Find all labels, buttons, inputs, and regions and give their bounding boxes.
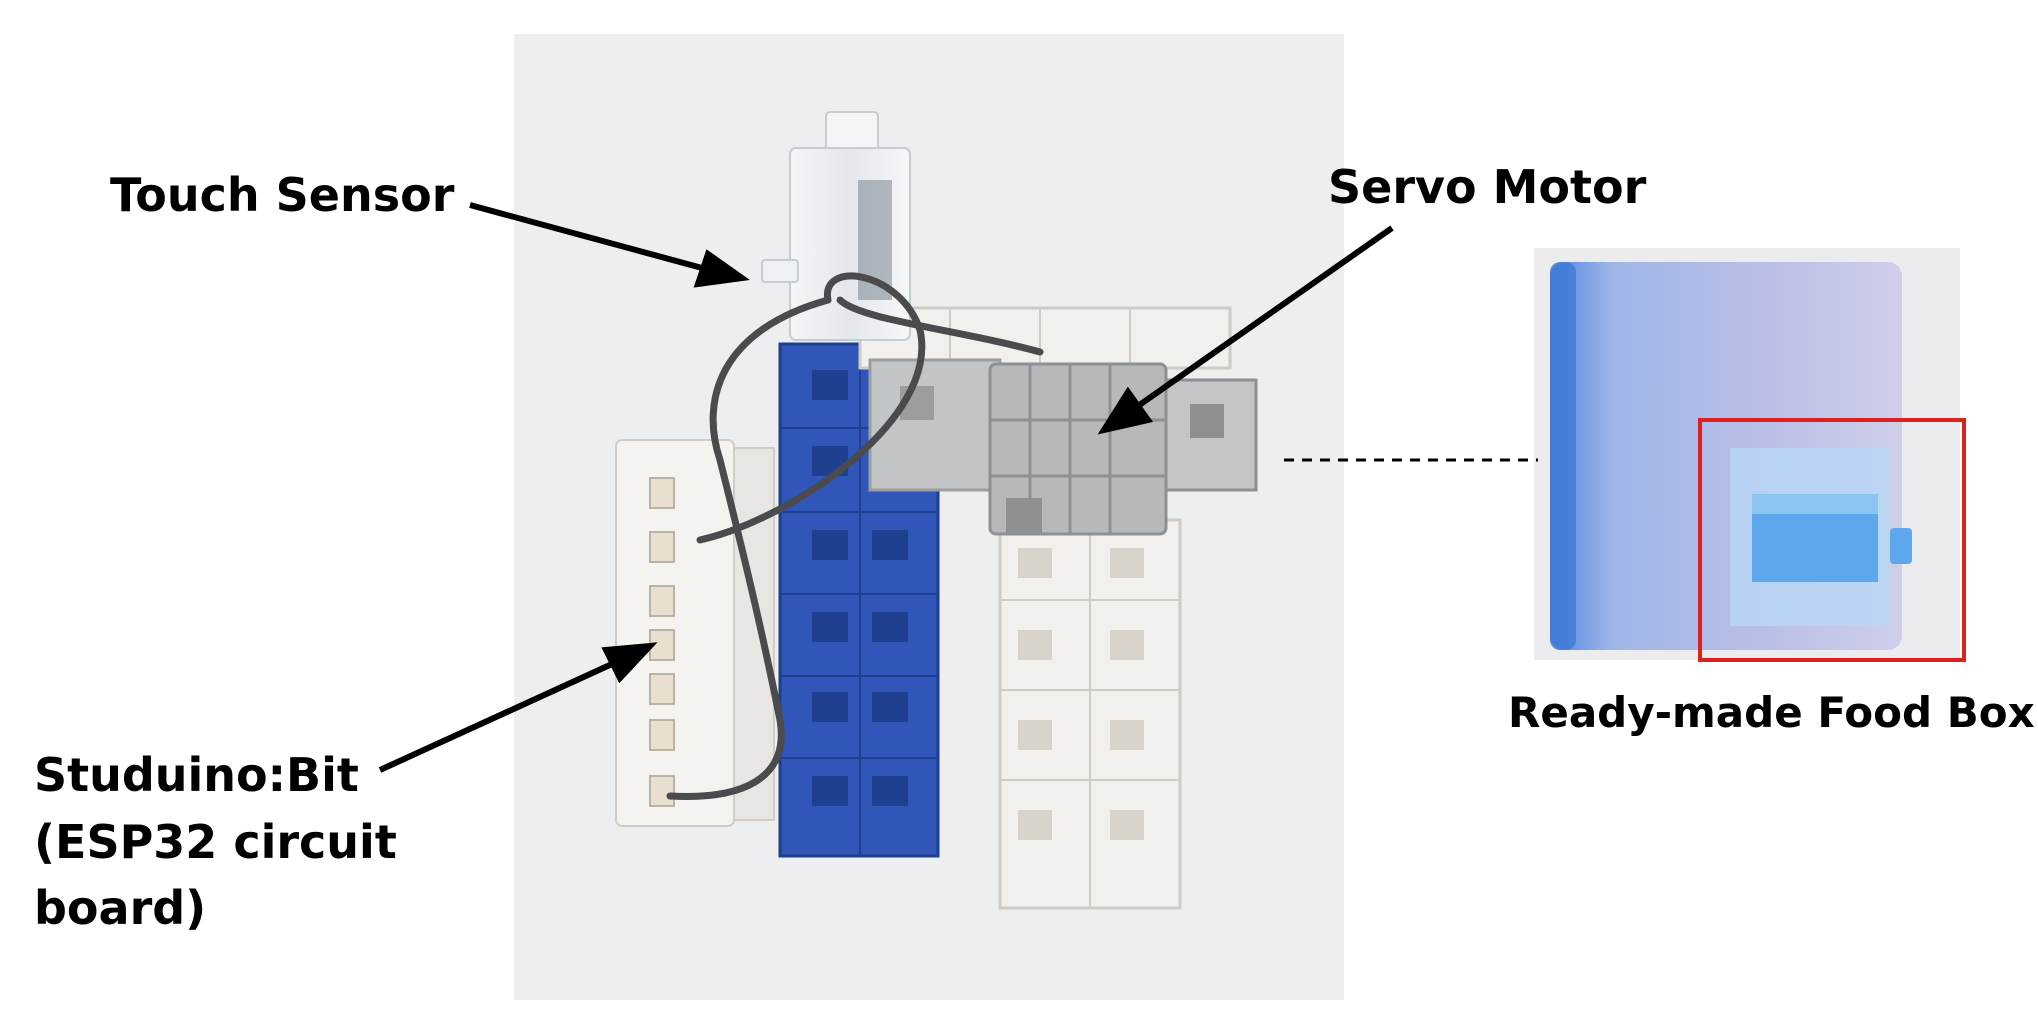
cables: [666, 272, 1044, 800]
board-label-line-1: Studuino:Bit: [34, 748, 359, 802]
servo-motor: [988, 362, 1258, 536]
studuino-bit-label: Studuino:Bit (ESP32 circuit board): [34, 742, 397, 942]
highlight-box: [1698, 418, 1966, 662]
food-box: [1550, 262, 1912, 650]
board-arrowhead-icon: [601, 642, 658, 684]
servo-arrowhead-icon: [1097, 386, 1154, 435]
studuino-board: [615, 439, 775, 827]
arrows: [378, 202, 1394, 773]
touch-sensor-arrow-line: [469, 202, 703, 271]
servo-motor-label: Servo Motor: [1328, 160, 1647, 214]
board-arrow-line: [378, 661, 614, 773]
touch-sensor-arrowhead-icon: [693, 249, 750, 288]
board-label-line-2: (ESP32 circuit: [34, 814, 397, 869]
board-label-line-3: board): [34, 881, 207, 936]
servo-arrow-line: [1136, 225, 1394, 409]
touch-sensor-label: Touch Sensor: [110, 168, 455, 222]
robot-model: [615, 111, 1258, 910]
touch-sensor: [761, 111, 911, 341]
food-box-label: Ready-made Food Box: [1508, 688, 2035, 737]
white-block-column: [998, 518, 1182, 910]
